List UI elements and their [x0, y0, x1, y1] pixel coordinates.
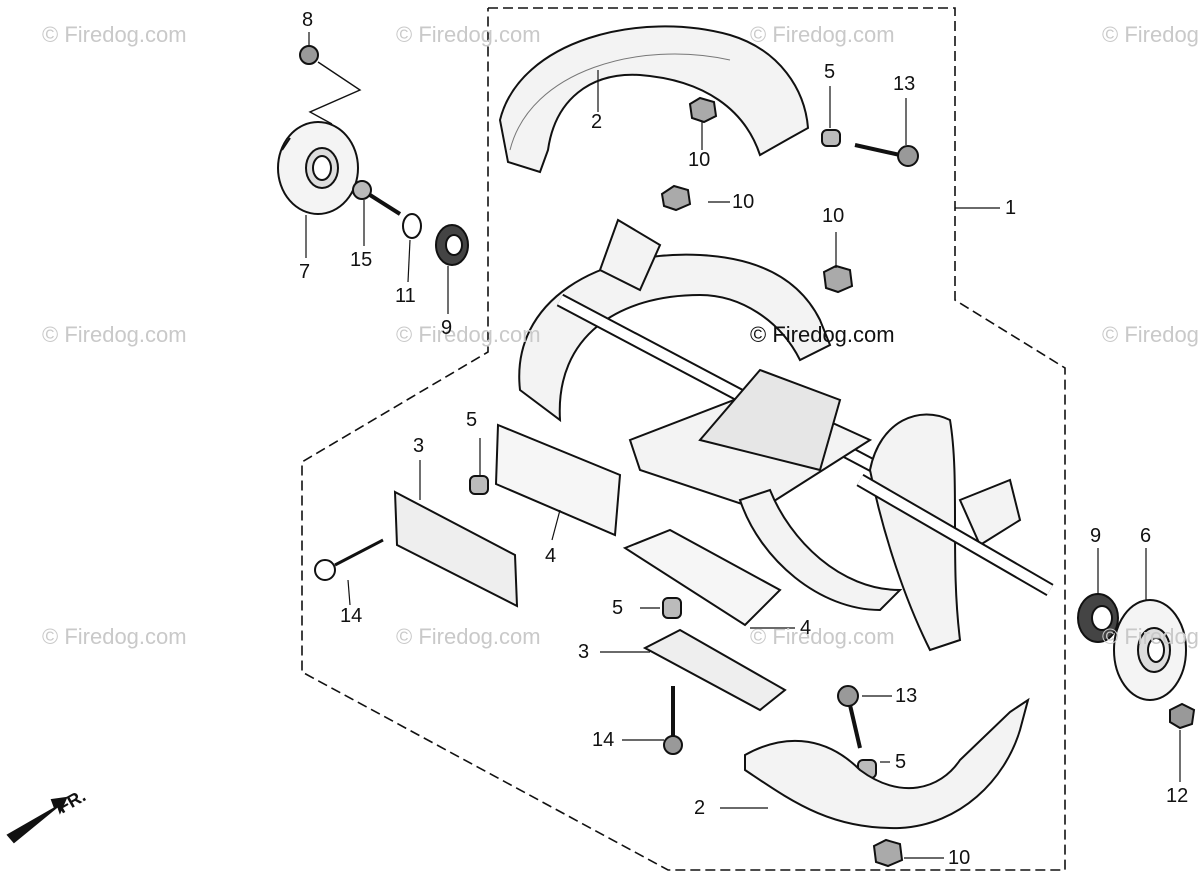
callout-4-right: 4	[800, 617, 812, 639]
callout-5-top: 5	[824, 61, 836, 83]
nut-10-a	[688, 96, 718, 124]
watermark: © Firedog.com	[396, 22, 541, 47]
nut-10-b	[660, 184, 692, 212]
callout-9-left: 9	[441, 317, 453, 339]
callout-14-bottom: 14	[592, 729, 615, 751]
callout-3-bottom: 3	[578, 641, 590, 663]
callout-3-left: 3	[413, 435, 425, 457]
nut-10-c	[822, 264, 854, 294]
callout-7: 7	[299, 261, 311, 283]
callout-6: 6	[1140, 525, 1152, 547]
callout-8: 8	[302, 9, 314, 31]
watermark: © Firedog.com	[396, 624, 541, 649]
watermark: © Firedog.com	[396, 322, 541, 347]
watermark: © Firedog.com	[1102, 22, 1200, 47]
watermark: © Firedog.com	[1102, 322, 1200, 347]
watermark: © Firedog.com	[750, 624, 895, 649]
callout-13-bottom: 13	[895, 685, 918, 707]
watermark: © Firedog.com	[42, 22, 187, 47]
tine-shaft-assembly	[518, 218, 1054, 652]
callout-9-right: 9	[1090, 525, 1102, 547]
front-direction-arrow	[6, 796, 68, 844]
plate-4-right	[622, 528, 782, 627]
watermark-center: © Firedog.com	[750, 322, 895, 347]
assembly-boundary	[301, 7, 1066, 871]
callout-12: 12	[1166, 785, 1189, 807]
callout-5-mid: 5	[466, 409, 478, 431]
callout-1: 1	[1005, 197, 1017, 219]
callout-2-top: 2	[591, 111, 603, 133]
callout-15: 15	[350, 249, 373, 271]
callout-10-a: 10	[688, 149, 711, 171]
watermark: © Firedog.com	[42, 624, 187, 649]
watermark: © Firedog.com	[1102, 624, 1200, 649]
callout-4-left: 4	[545, 545, 557, 567]
plate-3-bottom	[642, 628, 787, 712]
nut-10-d	[872, 838, 904, 868]
callout-10-b: 10	[732, 191, 755, 213]
callout-10-d: 10	[948, 847, 971, 869]
callout-10-c: 10	[822, 205, 845, 227]
callout-11: 11	[395, 285, 416, 307]
plate-3-left	[393, 490, 519, 608]
watermark: © Firedog.com	[42, 322, 187, 347]
callout-5-bottom: 5	[895, 751, 907, 773]
tine-guard-bottom	[744, 697, 1030, 830]
tine-guard-top	[498, 25, 810, 174]
watermark: © Firedog.com	[750, 22, 895, 47]
callout-14-left: 14	[340, 605, 363, 627]
callout-13-top: 13	[893, 73, 916, 95]
callout-2-bottom: 2	[694, 797, 706, 819]
flange-left	[277, 121, 359, 215]
callout-5-lower: 5	[612, 597, 624, 619]
plate-4-left	[494, 423, 622, 537]
